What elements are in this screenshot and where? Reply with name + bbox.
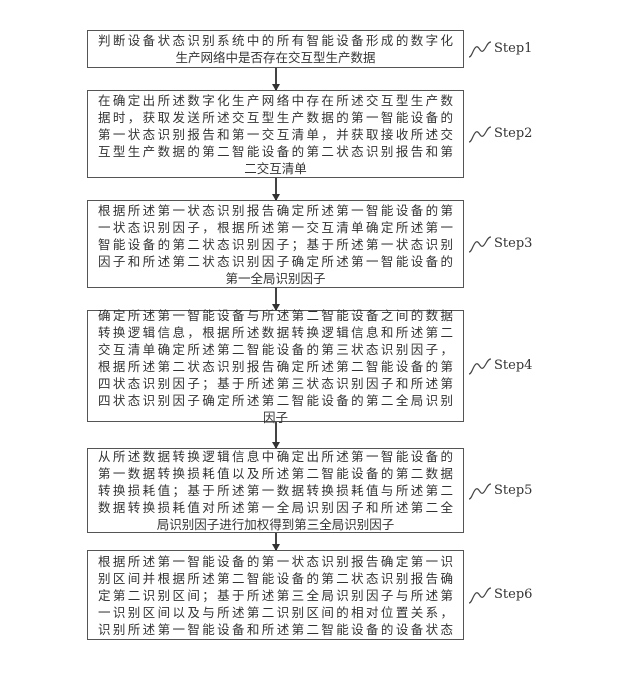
step-pointer-squiggle-icon — [468, 587, 492, 604]
step-pointer-squiggle-icon — [468, 358, 492, 375]
step-pointer-squiggle-icon — [468, 482, 492, 500]
step-box-1: 判断设备状态识别系统中的所有智能设备形成的数字化生产网络中是否存在交互型生产数据 — [87, 30, 464, 68]
step-box-2: 在确定出所述数字化生产网络中存在所述交互型生产数据时，获取发送所述交互型生产数据… — [87, 90, 464, 178]
step-text-line: 转换损耗值；基于所述第一数据转换损耗值与所述第二 — [98, 483, 453, 498]
step-text-line: 转换逻辑信息，根据所述数据转换逻辑信息和所述第二 — [98, 324, 453, 340]
step-box-6: 根据所述第一智能设备的第一状态识别报告确定第一识别区间并根据所述第二智能设备的第… — [87, 550, 464, 640]
step-text-line: 一状态识别因子，根据所述第一交互清单确定所述第一 — [98, 219, 453, 235]
step-label-1: Step1 — [494, 41, 533, 56]
step-box-4: 确定所述第一智能设备与所述第二智能设备之间的数据转换逻辑信息，根据所述数据转换逻… — [87, 307, 464, 425]
step-box-5: 从所述数据转换逻辑信息中确定出所述第一智能设备的第一数据转换损耗值以及所述第二智… — [87, 448, 464, 533]
step-box-3: 根据所述第一状态识别报告确定所述第一智能设备的第一状态识别因子，根据所述第一交互… — [87, 200, 464, 288]
step-text-line: 根据所述第二状态识别报告确定所述第二智能设备的第 — [98, 358, 453, 374]
step-text-line: 定第二识别区间；基于所述第三全局识别因子与所述第 — [98, 587, 453, 603]
flow-arrow — [272, 422, 279, 449]
flow-arrow — [272, 533, 279, 551]
step-text-line: 因子和所述第二状态识别因子确定所述第一智能设备的 — [98, 253, 453, 269]
step-pointer-squiggle-icon — [468, 126, 492, 143]
step-pointer-squiggle-icon — [468, 41, 492, 58]
step-label-4: Step4 — [494, 358, 533, 373]
step-text-line: 根据所述第一状态识别报告确定所述第一智能设备的第 — [98, 202, 453, 218]
step-text-line: 判断设备状态识别系统中的所有智能设备形成的数字化 — [98, 33, 453, 48]
step-text-line: 智能设备的第二状态识别因子；基于所述第一状态识别 — [98, 236, 453, 252]
step-text-line: 识别所述第一智能设备和所述第二智能设备的设备状态 — [98, 621, 453, 637]
step-text-line: 别区间并根据所述第二智能设备的第二状态识别报告确 — [98, 570, 453, 586]
step-text-line: 据时，获取发送所述交互型生产数据的第一智能设备的 — [98, 109, 453, 125]
step-text-line: 生产网络中是否存在交互型生产数据 — [175, 50, 376, 65]
step-text-line: 第一数据转换损耗值以及所述第二智能设备的第二数据 — [98, 466, 453, 481]
step-label-3: Step3 — [494, 236, 533, 251]
step-text-line: 四状态识别因子；基于所述第三状态识别因子和所述第 — [98, 375, 453, 391]
step-text-line: 从所述数据转换逻辑信息中确定出所述第一智能设备的 — [98, 449, 453, 464]
step-text-line: 确定所述第一智能设备与所述第二智能设备之间的数据 — [98, 307, 453, 323]
step-text-line: 第一全局识别因子 — [225, 270, 326, 286]
step-text-line: 数据转换损耗值对所述第一全局识别因子和所述第二全 — [98, 500, 453, 515]
step-text-line: 局识别因子进行加权得到第三全局识别因子 — [156, 517, 395, 532]
step-text-line: 交互清单确定所述第二智能设备的第三状态识别因子， — [98, 341, 453, 357]
flow-arrow — [272, 288, 279, 311]
step-label-6: Step6 — [494, 587, 533, 602]
flow-arrow — [272, 178, 279, 201]
step-text-line: 四状态识别因子确定所述第二智能设备的第二全局识别 — [98, 392, 453, 408]
flow-arrow — [272, 68, 279, 91]
step-text-line: 根据所述第一智能设备的第一状态识别报告确定第一识 — [98, 553, 453, 569]
step-text-line: 二交互清单 — [244, 160, 307, 176]
step-pointer-squiggle-icon — [468, 236, 492, 253]
step-text-line: 在确定出所述数字化生产网络中存在所述交互型生产数 — [98, 92, 453, 108]
step-text-line: 因子 — [262, 409, 288, 425]
step-text-line: 一识别区间以及与所述第二识别区间的相对位置关系， — [98, 604, 453, 620]
step-text-line: 互型生产数据的第二智能设备的第二状态识别报告和第 — [98, 143, 453, 159]
step-text-line: 第一状态识别报告和第一交互清单，并获取接收所述交 — [98, 126, 453, 142]
step-label-2: Step2 — [494, 126, 533, 141]
step-label-5: Step5 — [494, 482, 533, 498]
